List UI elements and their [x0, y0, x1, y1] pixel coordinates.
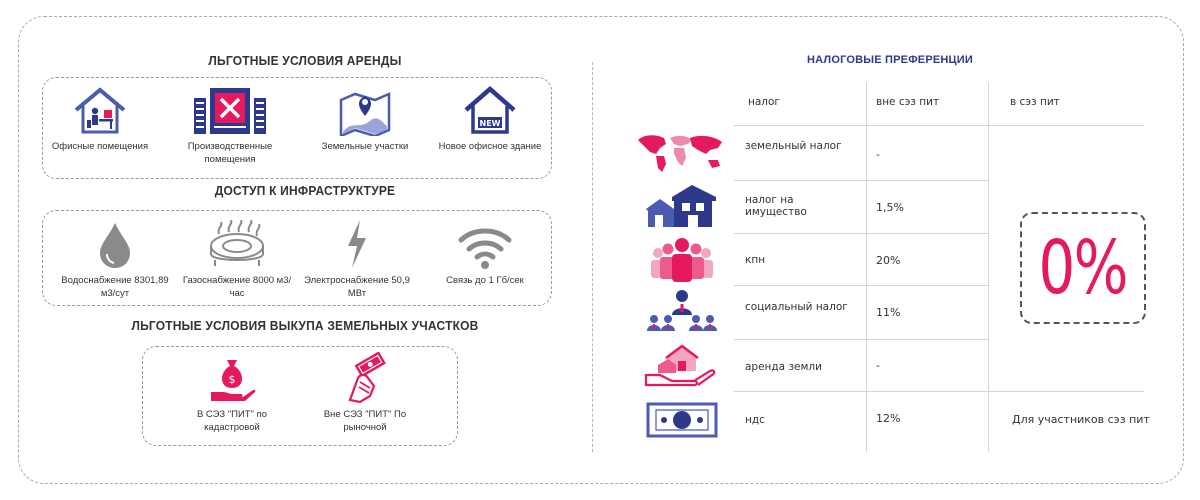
grid-hline: [734, 180, 988, 181]
new-building-icon: NEW: [464, 86, 516, 134]
infra-title: ДОСТУП К ИНФРАСТРУКТУРЕ: [214, 183, 396, 199]
row-outside-land-rent: -: [876, 359, 880, 372]
infra-item-water: Водоснабжение 8301,89 м3/сут: [55, 212, 175, 300]
buyout-item-label: В СЭЗ "ПИТ" по кадастровой: [196, 409, 268, 433]
row-name-cit: кпн: [745, 254, 766, 266]
outer-frame: [18, 16, 1184, 484]
tax-title: НАЛОГОВЫЕ ПРЕФЕРЕНЦИИ: [806, 54, 974, 66]
row-outside-social-tax: 11%: [876, 306, 901, 319]
cash-hand-icon: [348, 352, 386, 404]
world-map-icon: [638, 135, 722, 172]
rent-item-label: Земельные участки: [321, 141, 409, 152]
rent-item-land: Земельные участки: [305, 78, 425, 153]
header-outside: вне сэз пит: [876, 96, 940, 108]
zero-percent-box: 0%: [1020, 212, 1146, 324]
house-on-hand-icon: [644, 344, 716, 387]
infra-item-network: Связь до 1 Гб/сек: [425, 212, 545, 287]
banknote-icon: [646, 402, 718, 438]
buyout-item-market: Вне СЭЗ "ПИТ" По рыночной: [305, 346, 425, 434]
rent-item-label: Новое офисное здание: [438, 141, 542, 152]
gas-burner-icon: [210, 220, 264, 266]
rent-item-label: Офисные помещения: [51, 141, 149, 152]
row-name-land-rent: аренда земли: [745, 361, 822, 373]
row-icon-land-tax: [632, 130, 728, 176]
grid-vline: [988, 82, 989, 452]
infra-item-label: Электроснабжение 50,9 МВт: [304, 275, 410, 299]
participants-note: Для участников сэз пит: [1012, 413, 1150, 426]
buyout-item-cadastral: $ В СЭЗ "ПИТ" по кадастровой: [172, 346, 292, 434]
row-icon-vat: [644, 396, 720, 444]
grid-hline: [734, 339, 988, 340]
row-outside-property-tax: 1,5%: [876, 201, 904, 214]
row-icon-property-tax: [644, 182, 720, 230]
row-icon-cit: [648, 236, 716, 284]
team-manager-icon: [647, 290, 717, 331]
row-name-social-tax: социальный налог: [745, 301, 848, 313]
row-name-vat: ндс: [745, 414, 765, 426]
rent-item-office: Офисные помещения: [40, 78, 160, 153]
money-bag-hand-icon: $: [211, 360, 256, 401]
svg-text:$: $: [229, 373, 236, 386]
row-name-property-tax: налог на имущество: [745, 194, 807, 218]
row-outside-land-tax: -: [876, 148, 880, 161]
row-name-land-tax: земельный налог: [745, 140, 842, 152]
row-outside-vat: 12%: [876, 412, 901, 425]
rent-item-production: Производственные помещения: [170, 78, 290, 166]
people-group-icon: [651, 238, 713, 282]
rent-title: ЛЬГОТНЫЕ УСЛОВИЯ АРЕНДЫ: [208, 53, 402, 69]
grid-hline: [734, 125, 1144, 126]
houses-icon: [646, 185, 716, 227]
grid-hline: [734, 391, 1144, 392]
svg-text:NEW: NEW: [480, 119, 501, 128]
grid-hline: [734, 285, 988, 286]
rent-box: [42, 77, 552, 179]
buyout-title: ЛЬГОТНЫЕ УСЛОВИЯ ВЫКУПА ЗЕМЕЛЬНЫХ УЧАСТК…: [131, 318, 479, 334]
infra-item-label: Водоснабжение 8301,89 м3/сут: [61, 275, 169, 299]
row-outside-cit: 20%: [876, 254, 901, 267]
buyout-item-label: Вне СЭЗ "ПИТ" По рыночной: [323, 409, 407, 433]
rent-item-new-building: NEW Новое офисное здание: [430, 78, 550, 153]
office-house-icon: [74, 87, 126, 134]
infra-item-power: Электроснабжение 50,9 МВт: [297, 212, 417, 300]
infra-item-label: Газоснабжение 8000 м3/час: [182, 275, 292, 299]
zero-percent-value: 0%: [1038, 225, 1129, 311]
wifi-icon: [458, 228, 512, 269]
infra-item-label: Связь до 1 Гб/сек: [446, 275, 524, 286]
water-drop-icon: [100, 223, 130, 268]
section-divider: [592, 62, 593, 452]
grid-hline: [734, 233, 988, 234]
land-map-pin-icon: [339, 92, 391, 136]
lightning-icon: [348, 220, 366, 268]
header-tax: налог: [748, 96, 780, 108]
production-building-icon: [194, 88, 266, 134]
rent-item-label: Производственные помещения: [187, 141, 273, 165]
grid-vline: [866, 82, 867, 452]
infra-item-gas: Газоснабжение 8000 м3/час: [177, 212, 297, 300]
header-inside: в сэз пит: [1010, 96, 1060, 108]
infra-box: [42, 210, 552, 306]
buyout-box: [142, 346, 458, 446]
row-icon-social-tax: [644, 288, 720, 336]
row-icon-land-rent: [644, 342, 720, 390]
